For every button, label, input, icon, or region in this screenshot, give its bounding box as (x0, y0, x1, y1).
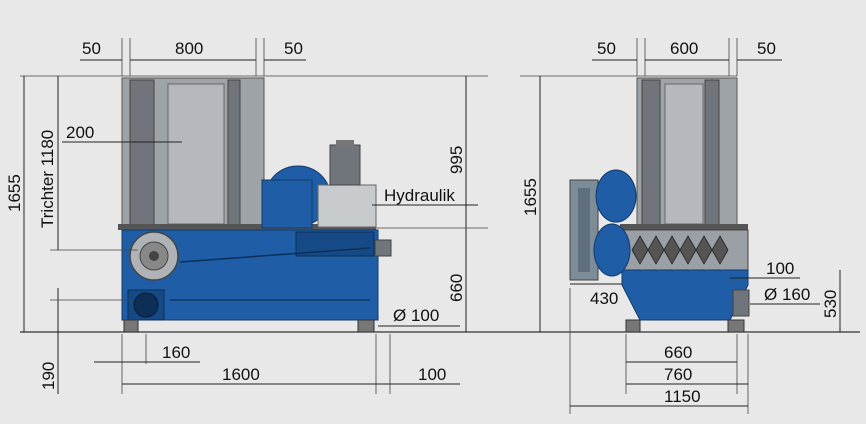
label-dim-1600: 1600 (222, 365, 260, 384)
label-inset-200: 200 (66, 123, 94, 142)
foot-left (123, 319, 139, 333)
hopper-flange (118, 224, 376, 230)
label-diameter-100: Ø 100 (393, 306, 439, 325)
side-base (621, 269, 749, 321)
label-height-995: 995 (447, 146, 466, 174)
label-front-left-50: 50 (82, 39, 101, 58)
side-view-machine (569, 77, 750, 333)
side-motor-top (595, 169, 637, 223)
hopper-post-left (129, 79, 155, 227)
label-hydraulik: Hydraulik (384, 186, 455, 205)
label-front-right-50: 50 (284, 39, 303, 58)
label-trichter-1180: Trichter 1180 (38, 130, 57, 228)
front-view-machine (118, 77, 392, 333)
dimension-labels: 50 800 50 50 600 50 Trichter 1180 1655 2… (5, 39, 840, 406)
label-side-1655: 1655 (521, 178, 540, 216)
label-dim-100: 100 (418, 365, 446, 384)
outlet-pipe (374, 239, 392, 257)
label-side-left-50: 50 (597, 39, 616, 58)
label-side-430: 430 (590, 289, 618, 308)
hydraulic-motor-cap (336, 140, 354, 148)
label-dim-160: 160 (162, 343, 190, 362)
label-side-100: 100 (766, 259, 794, 278)
hopper-post-right (227, 79, 241, 227)
label-side-diameter-160: Ø 160 (764, 285, 810, 304)
label-side-530: 530 (821, 290, 840, 318)
hopper-panel (167, 83, 225, 225)
label-height-660: 660 (447, 274, 466, 302)
label-side-760: 760 (664, 365, 692, 384)
label-base-190: 190 (39, 362, 58, 390)
label-side-660: 660 (664, 343, 692, 362)
side-motor-bottom (593, 223, 631, 277)
foot-right (357, 319, 375, 333)
hydraulic-motor (329, 144, 361, 186)
label-side-1150: 1150 (664, 387, 701, 406)
side-dimensions (520, 38, 841, 414)
motor-body (261, 179, 313, 229)
label-front-width-800: 800 (175, 39, 203, 58)
front-dimensions (20, 38, 488, 394)
label-side-width-600: 600 (670, 39, 698, 58)
side-outlet (732, 289, 750, 317)
label-side-right-50: 50 (757, 39, 776, 58)
hydraulic-unit (317, 184, 377, 228)
label-left-1655: 1655 (5, 174, 24, 212)
